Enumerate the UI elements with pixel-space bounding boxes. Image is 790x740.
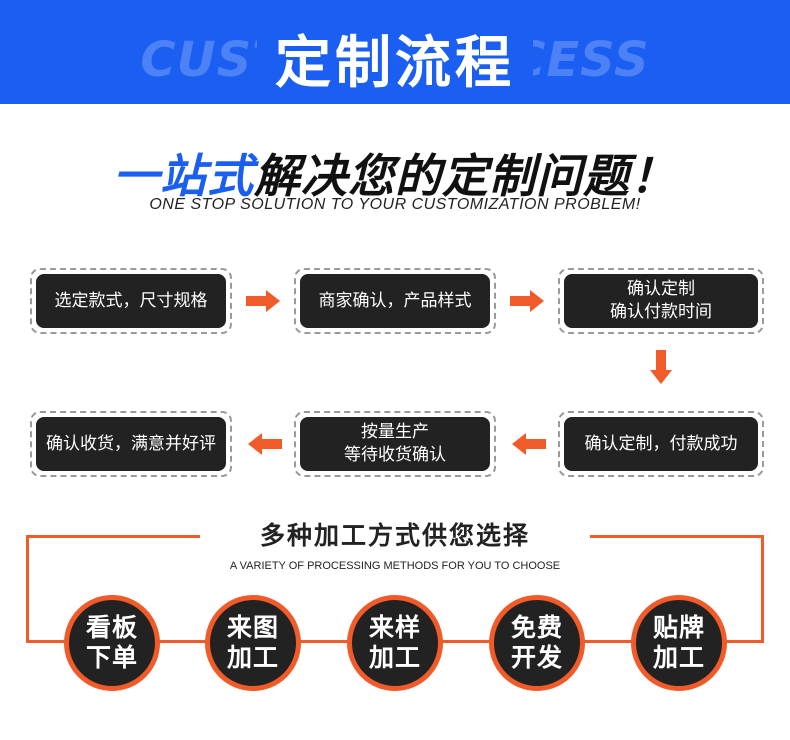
step-4-content: 确认定制，付款成功 bbox=[564, 417, 758, 471]
method-circle-3: 来样 加工 bbox=[347, 595, 443, 691]
method-5-line2: 加工 bbox=[652, 643, 705, 672]
arrow-left-icon bbox=[248, 433, 282, 455]
method-4-line1: 免费 bbox=[510, 613, 563, 642]
method-5-line1: 贴牌 bbox=[652, 613, 705, 642]
method-circle-4: 免费 开发 bbox=[489, 595, 585, 691]
step-4-line1: 确认定制，付款成功 bbox=[584, 433, 738, 454]
methods-title-backdrop bbox=[200, 515, 590, 575]
step-6-line1: 确认收货，满意并好评 bbox=[46, 433, 216, 454]
step-4-box: 确认定制，付款成功 bbox=[558, 411, 764, 477]
step-2-box: 商家确认，产品样式 bbox=[294, 268, 496, 334]
methods-title: 多种加工方式供您选择 bbox=[259, 521, 530, 550]
method-3-line2: 加工 bbox=[368, 643, 421, 672]
step-5-line2: 等待收货确认 bbox=[344, 445, 446, 465]
slogan-highlight: 一站式 bbox=[113, 149, 254, 203]
method-2-line2: 加工 bbox=[226, 643, 279, 672]
step-5-box: 按量生产 等待收货确认 bbox=[294, 411, 496, 477]
arrow-down-icon bbox=[650, 350, 672, 384]
step-1-content: 选定款式，尺寸规格 bbox=[36, 274, 226, 328]
page-title-text: 定制流程 bbox=[257, 31, 533, 96]
header-banner: CUSTOM PROCESS 定制流程 bbox=[0, 0, 790, 104]
step-3-line1: 确认定制 bbox=[627, 279, 695, 299]
method-2-line1: 来图 bbox=[226, 613, 279, 642]
arrow-left-icon bbox=[512, 433, 546, 455]
page-title: 定制流程 bbox=[0, 18, 790, 99]
slogan-rest: 解决您的定制问题！ bbox=[254, 149, 677, 203]
step-2-content: 商家确认，产品样式 bbox=[300, 274, 490, 328]
methods-subtitle: A VARIETY OF PROCESSING METHODS FOR YOU … bbox=[229, 560, 561, 572]
method-1-line2: 下单 bbox=[85, 643, 138, 672]
method-circle-1: 看板 下单 bbox=[64, 595, 160, 691]
arrow-right-icon bbox=[510, 290, 544, 312]
method-circle-2: 来图 加工 bbox=[205, 595, 301, 691]
step-3-box: 确认定制 确认付款时间 bbox=[558, 268, 764, 334]
step-1-box: 选定款式，尺寸规格 bbox=[30, 268, 232, 334]
step-2-line1: 商家确认，产品样式 bbox=[318, 290, 472, 311]
step-6-content: 确认收货，满意并好评 bbox=[36, 417, 226, 471]
method-circle-5: 贴牌 加工 bbox=[631, 595, 727, 691]
step-3-content: 确认定制 确认付款时间 bbox=[564, 274, 758, 328]
method-1-line1: 看板 bbox=[85, 613, 138, 642]
step-3-line2: 确认付款时间 bbox=[610, 302, 712, 322]
method-4-line2: 开发 bbox=[510, 643, 563, 672]
step-5-line1: 按量生产 bbox=[361, 422, 429, 442]
method-3-line1: 来样 bbox=[368, 613, 421, 642]
arrow-right-icon bbox=[246, 290, 280, 312]
step-1-line1: 选定款式，尺寸规格 bbox=[54, 290, 208, 311]
step-5-content: 按量生产 等待收货确认 bbox=[300, 417, 490, 471]
slogan-english: ONE STOP SOLUTION TO YOUR CUSTOMIZATION … bbox=[149, 196, 641, 213]
slogan: 一站式解决您的定制问题！ bbox=[0, 140, 790, 206]
step-6-box: 确认收货，满意并好评 bbox=[30, 411, 232, 477]
